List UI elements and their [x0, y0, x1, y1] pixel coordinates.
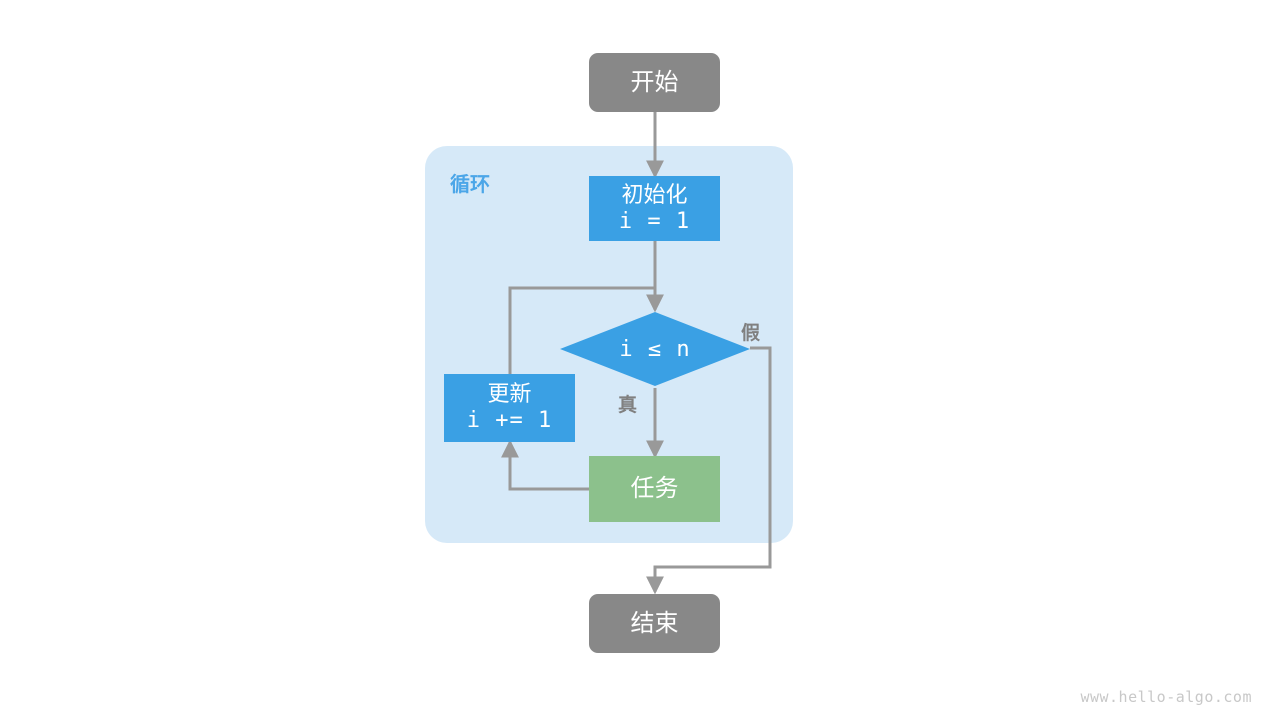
watermark: www.hello-algo.com [1080, 688, 1252, 706]
node-condition-label: i ≤ n [619, 336, 691, 362]
node-update-expression: i += 1 [466, 408, 553, 433]
loop-container-label: 循环 [450, 174, 490, 196]
node-update[interactable]: 更新 i += 1 [444, 374, 575, 442]
node-task-label: 任务 [630, 475, 679, 503]
node-condition[interactable]: i ≤ n [560, 312, 750, 386]
edge-update-to-condition-overlay [508, 286, 655, 374]
condition-diamond-shape[interactable] [560, 312, 750, 386]
node-init-expression: i = 1 [618, 208, 691, 234]
node-init-label: 初始化 [621, 181, 688, 207]
node-end[interactable]: 结束 [589, 594, 720, 653]
edge-label-true: 真 [618, 395, 638, 416]
node-start-label: 开始 [630, 68, 679, 96]
edge-task-to-update-overlay [501, 439, 589, 491]
edge-label-false: 假 [741, 323, 761, 344]
node-end-label: 结束 [630, 609, 679, 637]
node-init[interactable]: 初始化 i = 1 [589, 176, 720, 241]
node-start[interactable]: 开始 [589, 53, 720, 112]
edge-condition-false-overlay [750, 346, 772, 543]
node-task[interactable]: 任务 [589, 456, 720, 522]
node-update-label: 更新 [487, 381, 532, 407]
